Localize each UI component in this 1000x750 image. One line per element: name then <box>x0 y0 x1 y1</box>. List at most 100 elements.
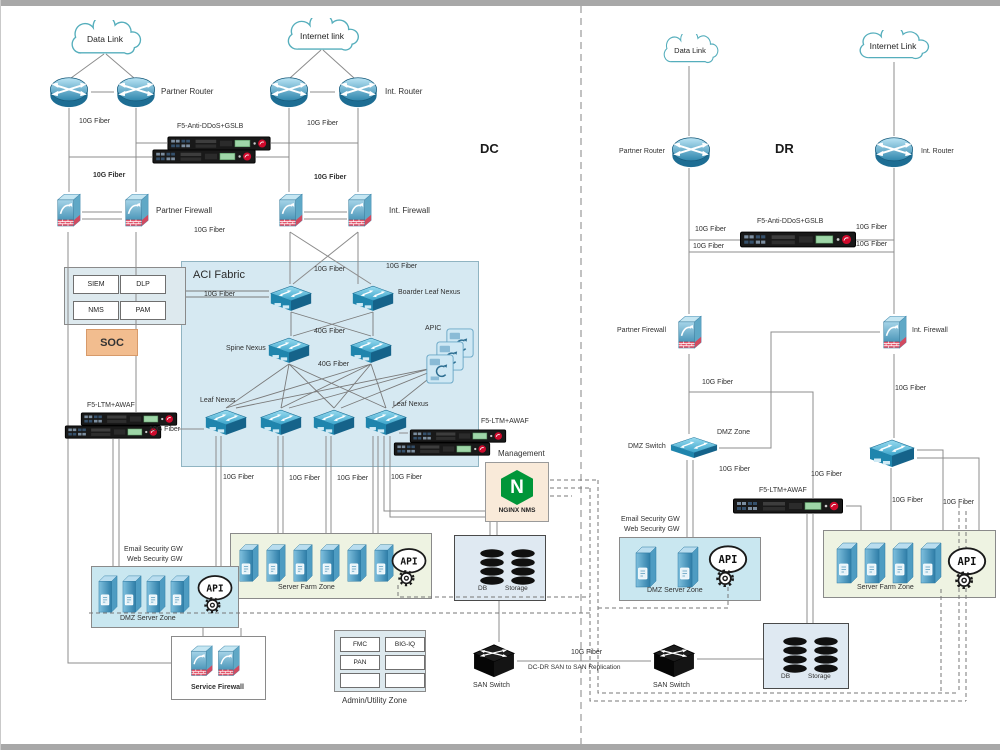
dc-farm-server-icon <box>346 543 368 583</box>
dr-email-gw-label: Email Security GW <box>621 516 680 523</box>
dc-dmz-server-icon <box>97 575 119 613</box>
dr-f5-ddos-icon <box>740 231 856 248</box>
dr-partner-firewall-label: Partner Firewall <box>617 327 667 334</box>
dc-border-leaf-label: Boarder Leaf Nexus <box>398 289 461 296</box>
dc-internet-label: Internet link <box>300 31 344 41</box>
dr-farm-server-icon <box>891 542 915 584</box>
fiber-label: 10G Fiber <box>391 474 423 481</box>
dr-web-gw-label: Web Security GW <box>624 526 680 533</box>
nms-box: NMS <box>73 301 119 320</box>
dr-partner-router-label: Partner Router <box>619 148 665 155</box>
dr-int-firewall-icon <box>880 314 908 354</box>
dc-int-firewall-label: Int. Firewall <box>389 206 430 215</box>
bigiq-box: BIG-IQ <box>385 637 425 652</box>
dr-f5-ltm-icon <box>730 498 846 514</box>
fiber-label: 10G Fiber <box>79 118 111 125</box>
fiber-label: 10G Fiber <box>856 224 888 231</box>
dc-partner-firewall-label: Partner Firewall <box>156 206 213 215</box>
dr-dmz-api-icon: API <box>708 545 748 587</box>
dc-db-label: DB <box>478 585 488 592</box>
dc-f5-ddos-unit2-icon <box>152 149 256 164</box>
nginx-nms-label: NGINX NMS <box>498 507 536 514</box>
dc-spine-2-icon <box>349 336 393 364</box>
dc-storage-label: Storage <box>505 585 528 592</box>
fiber-label: 10G Fiber <box>943 499 975 506</box>
dc-data-link-cloud: Data Link <box>63 20 147 58</box>
dr-data-link-label: Data Link <box>674 45 706 55</box>
fiber-label: 10G Fiber <box>693 243 725 250</box>
fiber-label: 10G Fiber <box>337 475 369 482</box>
san-replication-label: DC-DR SAN to SAN Replication <box>528 664 621 671</box>
fiber-label: 10G Fiber <box>856 241 888 248</box>
dr-san-switch-icon <box>651 642 697 680</box>
admin-zone-label: Admin/Utility Zone <box>342 696 407 705</box>
dc-email-gw-label: Email Security GW <box>124 546 183 553</box>
dc-farm-api-icon: API <box>391 548 427 587</box>
management-label: Management <box>498 449 545 458</box>
dc-int-router-1-icon <box>267 76 311 108</box>
dr-f5-ddos-label: F5-Anti-DDoS+GSLB <box>757 218 824 225</box>
dc-border-leaf-2-icon <box>351 284 395 312</box>
dr-int-router-icon <box>872 136 916 168</box>
dr-core-switch-icon <box>867 438 917 468</box>
dc-storage-icon <box>509 548 537 586</box>
pam-box: PAM <box>120 301 166 320</box>
dr-storage-icon <box>812 636 840 674</box>
dc-partner-router-label: Partner Router <box>161 87 214 96</box>
dr-dmz-server-icon <box>676 546 700 588</box>
dc-server-farm-label: Server Farm Zone <box>278 584 335 591</box>
fiber-label: 10G Fiber <box>702 379 734 386</box>
dc-dmz-zone-label: DMZ Server Zone <box>120 615 176 622</box>
dc-farm-server-icon <box>319 543 341 583</box>
dc-dmz-api-icon: API <box>197 575 233 614</box>
dc-internet-cloud: Internet link <box>279 18 365 54</box>
siem-label: SIEM <box>87 281 105 288</box>
dc-f5-ltm-left-unit2-icon <box>63 425 163 439</box>
soc-label: SOC <box>100 336 124 349</box>
dc-int-router-label: Int. Router <box>385 87 423 96</box>
fiber-label: 10G Fiber <box>307 120 339 127</box>
pan-box: PAN <box>340 655 380 670</box>
svg-text:API: API <box>206 583 223 594</box>
dc-int-firewall-2-icon <box>345 192 373 232</box>
dc-san-switch-icon <box>471 642 517 680</box>
dc-f5-ltm-right-unit2-icon <box>392 442 492 456</box>
fiber-label: 10G Fiber <box>314 266 346 273</box>
dc-leaf-right-label: Leaf Nexus <box>393 401 429 408</box>
dr-db-label: DB <box>781 673 791 680</box>
fiber-label: 10G Fiber <box>204 291 236 298</box>
dc-web-gw-label: Web Security GW <box>127 556 183 563</box>
dc-int-firewall-1-icon <box>276 192 304 232</box>
service-firewall-label: Service Firewall <box>191 684 244 691</box>
dc-partner-router-2-icon <box>114 76 158 108</box>
dr-farm-server-icon <box>919 542 943 584</box>
dr-san-switch-label: SAN Switch <box>653 682 690 689</box>
dc-leaf-left-label: Leaf Nexus <box>200 397 236 404</box>
fmc-box: FMC <box>340 637 380 652</box>
dc-partner-router-1-icon <box>47 76 91 108</box>
dc-dmz-server-icon <box>145 575 167 613</box>
fiber-label: 10G Fiber <box>289 475 321 482</box>
dc-partner-firewall-1-icon <box>54 192 82 232</box>
dc-f5-ltm-right-label: F5-LTM+AWAF <box>481 418 529 425</box>
dc-int-router-2-icon <box>336 76 380 108</box>
fiber-label: 40G Fiber <box>318 361 350 368</box>
fiber-label: 10G Fiber <box>149 426 181 433</box>
fiber-label: 40G Fiber <box>314 328 346 335</box>
dc-spine-label: Spine Nexus <box>226 345 266 352</box>
dlp-label: DLP <box>136 281 150 288</box>
dc-spine-1-icon <box>267 336 311 364</box>
dr-farm-api-icon: API <box>947 547 987 589</box>
bottom-frame <box>1 744 1000 750</box>
dlp-box: DLP <box>120 275 166 294</box>
fiber-label: 10G Fiber <box>695 226 727 233</box>
dr-dmz-switch-label: DMZ Switch <box>628 443 666 450</box>
dc-farm-server-icon <box>265 543 287 583</box>
dr-farm-server-icon <box>835 542 859 584</box>
dr-internet-cloud: Internet Link <box>851 30 935 62</box>
empty-box <box>385 655 425 670</box>
dr-db-icon <box>781 636 809 674</box>
dc-leaf-4-icon <box>364 408 408 436</box>
nginx-letter: N <box>510 476 524 498</box>
